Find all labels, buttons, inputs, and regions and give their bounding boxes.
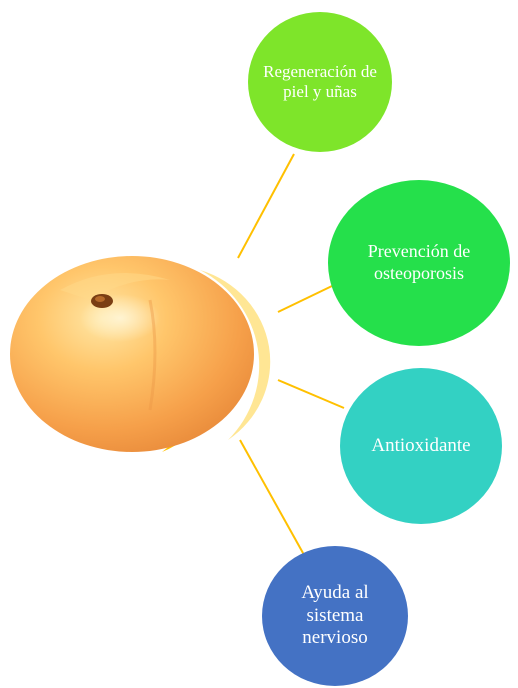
node-label-skin-nails: Regeneración de piel y uñas	[263, 61, 377, 101]
peach-image	[10, 256, 254, 452]
node-label-nervous-system: Ayuda al sistema nervioso	[301, 581, 369, 649]
node-label-antioxidant: Antioxidante	[371, 434, 471, 456]
center-arc-highlight	[200, 270, 271, 440]
connector-line-2	[277, 379, 345, 409]
node-circle-0	[248, 12, 392, 152]
node-circle-3	[262, 546, 408, 686]
connector-line-3	[239, 439, 309, 563]
connector-line-1	[277, 285, 333, 313]
node-label-osteoporosis: Prevención de osteoporosis	[367, 241, 471, 283]
node-circle-2	[340, 368, 502, 524]
node-circle-1	[328, 180, 510, 346]
connector-line-0	[237, 153, 295, 259]
